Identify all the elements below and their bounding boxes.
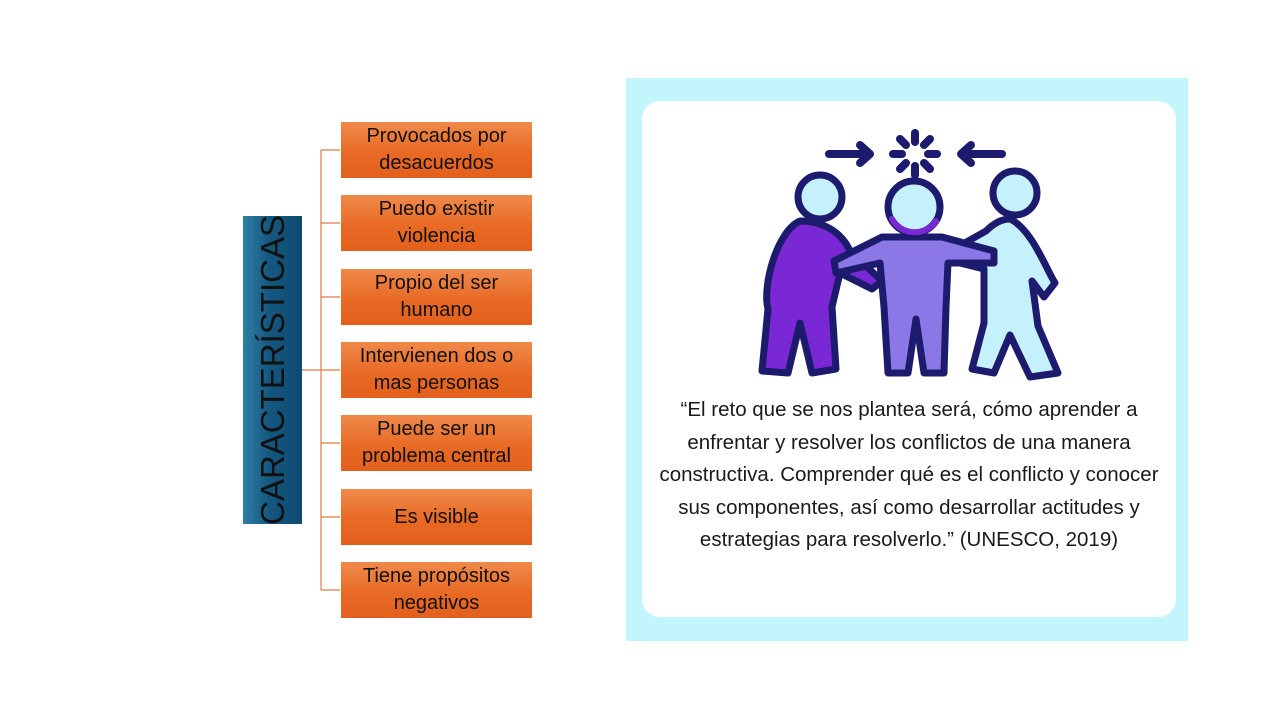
characteristics-title: CARACTERÍSTICAS — [253, 215, 291, 525]
characteristics-title-box: CARACTERÍSTICAS — [243, 215, 302, 525]
characteristic-item: Puedo existir violencia — [340, 194, 533, 252]
conflict-mediation-icon — [758, 129, 1062, 381]
characteristic-item: Intervienen dos o mas personas — [340, 341, 533, 399]
characteristic-item: Provocados por desacuerdos — [340, 121, 533, 179]
characteristic-item: Propio del ser humano — [340, 268, 533, 326]
characteristic-item: Es visible — [340, 488, 533, 546]
quote-panel: “El reto que se nos plantea será, cómo a… — [626, 78, 1188, 641]
characteristic-item: Tiene propósitos negativos — [340, 561, 533, 619]
characteristic-item: Puede ser un problema central — [340, 414, 533, 472]
quote-card: “El reto que se nos plantea será, cómo a… — [642, 101, 1176, 617]
quote-text: “El reto que se nos plantea será, cómo a… — [659, 398, 1159, 551]
